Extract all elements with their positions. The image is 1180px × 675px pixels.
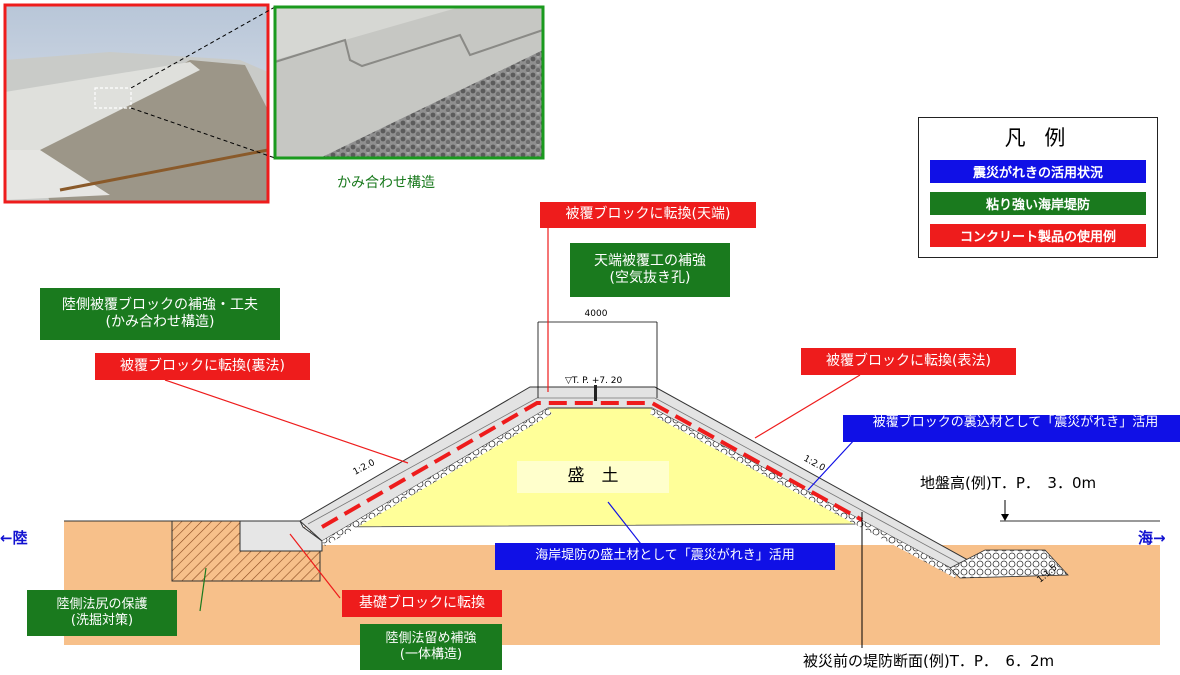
callout-foundation: 基礎ブロックに転換 xyxy=(342,590,502,617)
callout-back-slope: 被覆ブロックに転換(裏法) xyxy=(95,353,310,380)
land-direction-label: ←陸 xyxy=(0,529,28,547)
seawall-photo xyxy=(3,3,270,204)
callout-land-reinforce: 陸側被覆ブロックの補強・工夫(かみ合わせ構造) xyxy=(40,288,280,340)
callout-fill-rubble: 海岸堤防の盛土材として「震災がれき」活用 xyxy=(495,543,835,570)
toe-rubble xyxy=(949,549,1069,579)
callout-toe-stop: 陸側法留め補強(一体構造) xyxy=(360,624,502,670)
callout-crown-block: 被覆ブロックに転換(天端) xyxy=(540,202,756,228)
crown-width-label: 4000 xyxy=(585,309,608,319)
pre-disaster-label: 被災前の堤防断面(例)T．P． 6．2m xyxy=(803,652,1055,670)
legend-item-rubble: 震災がれきの活用状況 xyxy=(930,160,1146,183)
slope-ratio-land: 1:2.0 xyxy=(352,458,377,478)
ground-layer xyxy=(64,521,1160,645)
legend-item-resilient: 粘り強い海岸堤防 xyxy=(930,192,1146,215)
callout-toe-protect: 陸側法尻の保護(洗掘対策) xyxy=(27,590,177,636)
crown-elevation-label: ▽T. P. +7. 20 xyxy=(565,376,623,386)
interlock-closeup-photo xyxy=(273,5,545,160)
ground-level-label: 地盤高(例)T．P． 3．0m xyxy=(920,474,1097,492)
legend: 凡 例 震災がれきの活用状況 粘り強い海岸堤防 コンクリート製品の使用例 xyxy=(918,117,1158,258)
sea-direction-label: 海→ xyxy=(1138,529,1166,547)
zoom-line-bottom xyxy=(130,107,276,159)
callout-crown-reinforce: 天端被覆工の補強(空気抜き孔) xyxy=(570,243,730,297)
pre-disaster-profile xyxy=(321,401,863,529)
callout-backfill-rubble: 被覆ブロックの裏込材として「震災がれき」活用 xyxy=(843,415,1180,442)
callout-front-slope: 被覆ブロックに転換(表法) xyxy=(801,348,1016,375)
legend-item-concrete: コンクリート製品の使用例 xyxy=(930,224,1146,247)
closeup-caption: かみ合わせ構造 xyxy=(337,175,435,191)
legend-title: 凡 例 xyxy=(1004,126,1072,150)
fill-label: 盛 土 xyxy=(517,461,669,493)
rubble-backfill-land xyxy=(322,408,552,546)
rubble-backfill-sea xyxy=(650,408,958,578)
